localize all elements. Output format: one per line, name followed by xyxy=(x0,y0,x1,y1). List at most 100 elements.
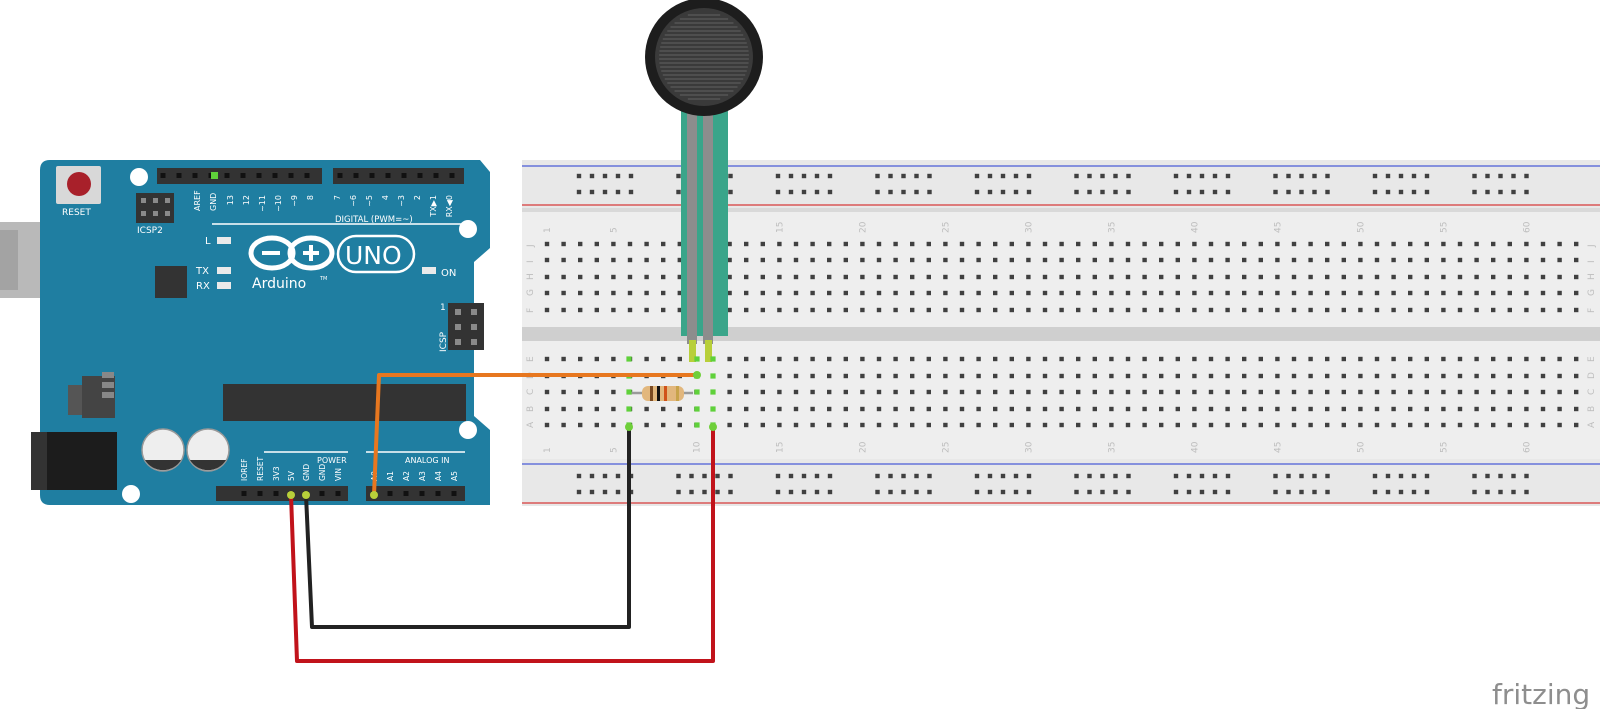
breadboard-hole xyxy=(1441,241,1446,247)
connected-hole xyxy=(626,389,632,395)
breadboard-hole xyxy=(1341,422,1346,428)
breadboard-hole xyxy=(1175,274,1180,280)
breadboard-hole xyxy=(1009,356,1014,362)
digital-header-pins xyxy=(160,172,455,179)
rail-hole xyxy=(1273,173,1278,179)
breadboard-hole xyxy=(627,241,633,247)
breadboard-hole xyxy=(677,241,682,247)
breadboard-hole xyxy=(1242,373,1247,379)
rail-hole xyxy=(901,173,906,179)
breadboard-hole xyxy=(827,307,832,313)
breadboard-hole xyxy=(677,422,682,428)
rail-hole xyxy=(788,189,794,195)
breadboard-hole xyxy=(793,274,799,280)
rail-hole xyxy=(715,489,720,495)
breadboard-hole xyxy=(1358,389,1363,395)
breadboard-hole xyxy=(1258,406,1263,412)
reset-button-cap[interactable] xyxy=(67,172,91,196)
rail-hole xyxy=(1273,189,1278,195)
rail-hole xyxy=(1173,173,1179,179)
breadboard-hole xyxy=(1358,241,1363,247)
breadboard-hole xyxy=(1491,422,1496,428)
row-letter: B xyxy=(526,406,536,412)
breadboard-hole xyxy=(544,422,550,428)
breadboard-hole xyxy=(943,373,948,379)
wire-end xyxy=(709,423,717,431)
rail-hole xyxy=(1299,489,1304,495)
rail-hole xyxy=(1173,189,1179,195)
model-label: UNO xyxy=(345,241,402,270)
breadboard-hole xyxy=(1341,373,1346,379)
breadboard-hole xyxy=(1574,290,1579,296)
breadboard-hole xyxy=(1540,356,1546,362)
breadboard-hole xyxy=(1225,274,1230,280)
rail-hole xyxy=(1000,189,1006,195)
breadboard-hole xyxy=(959,356,965,362)
breadboard-hole xyxy=(1474,373,1479,379)
breadboard-hole xyxy=(810,373,815,379)
aref-label: AREF xyxy=(193,190,202,211)
breadboard-hole xyxy=(959,422,965,428)
breadboard-hole xyxy=(1291,274,1297,280)
analog-pin-label: A4 xyxy=(434,471,443,481)
wire-orange-a0 xyxy=(372,373,697,496)
rail-hole xyxy=(1312,189,1317,195)
rail-hole xyxy=(1372,489,1378,495)
breadboard-hole xyxy=(1258,389,1263,395)
breadboard-hole xyxy=(1540,257,1546,263)
rail-hole xyxy=(1385,189,1391,195)
breadboard-hole xyxy=(578,257,583,263)
breadboard-hole xyxy=(1109,290,1114,296)
row-letter: F xyxy=(1587,308,1597,313)
breadboard-hole xyxy=(843,307,848,313)
rail-hole xyxy=(1312,173,1317,179)
row-letter: F xyxy=(526,308,536,313)
breadboard-hole xyxy=(1424,356,1429,362)
rail-hole xyxy=(728,189,733,195)
breadboard-hole xyxy=(860,373,865,379)
breadboard-hole xyxy=(993,290,998,296)
rail-hole xyxy=(827,489,833,495)
row-letter: A xyxy=(526,421,536,428)
breadboard-hole xyxy=(1291,356,1297,362)
breadboard-hole xyxy=(943,422,948,428)
breadboard-hole xyxy=(893,290,898,296)
breadboard-hole xyxy=(760,307,765,313)
breadboard-hole xyxy=(926,373,931,379)
breadboard-hole xyxy=(677,356,682,362)
breadboard-hole xyxy=(727,274,732,280)
breadboard-hole xyxy=(993,406,998,412)
rail-hole xyxy=(788,473,794,479)
header-pin xyxy=(337,173,343,178)
rail-hole xyxy=(589,189,595,195)
fritzing-logo: fritzing xyxy=(1492,678,1590,709)
rail-hole xyxy=(1411,189,1417,195)
breadboard-hole xyxy=(1092,307,1097,313)
breadboard-hole xyxy=(561,422,566,428)
rail-hole xyxy=(1013,189,1019,195)
breadboard-hole xyxy=(1092,389,1097,395)
rail-hole xyxy=(801,189,807,195)
breadboard-hole xyxy=(1358,290,1363,296)
rail-hole xyxy=(775,189,781,195)
rail-hole xyxy=(1212,489,1218,495)
breadboard-hole xyxy=(561,406,566,412)
rail-hole xyxy=(814,473,820,479)
breadboard-hole xyxy=(1109,356,1114,362)
breadboard-hole xyxy=(1507,274,1512,280)
rail-hole xyxy=(1074,173,1079,179)
breadboard-hole xyxy=(876,406,882,412)
power-pin-label: RESET xyxy=(256,457,265,481)
connected-hole xyxy=(710,373,716,379)
rail-hole xyxy=(1398,489,1404,495)
rail-hole xyxy=(1113,489,1118,495)
sensor-pad-inner xyxy=(655,8,753,106)
row-letter: I xyxy=(1587,260,1597,263)
breadboard-hole xyxy=(1491,356,1496,362)
breadboard-hole xyxy=(1374,257,1380,263)
rail-hole xyxy=(1372,473,1378,479)
rail-hole xyxy=(1472,473,1477,479)
rail-hole xyxy=(728,489,733,495)
wire-red-5v xyxy=(289,425,715,663)
row-letter: I xyxy=(526,260,536,263)
